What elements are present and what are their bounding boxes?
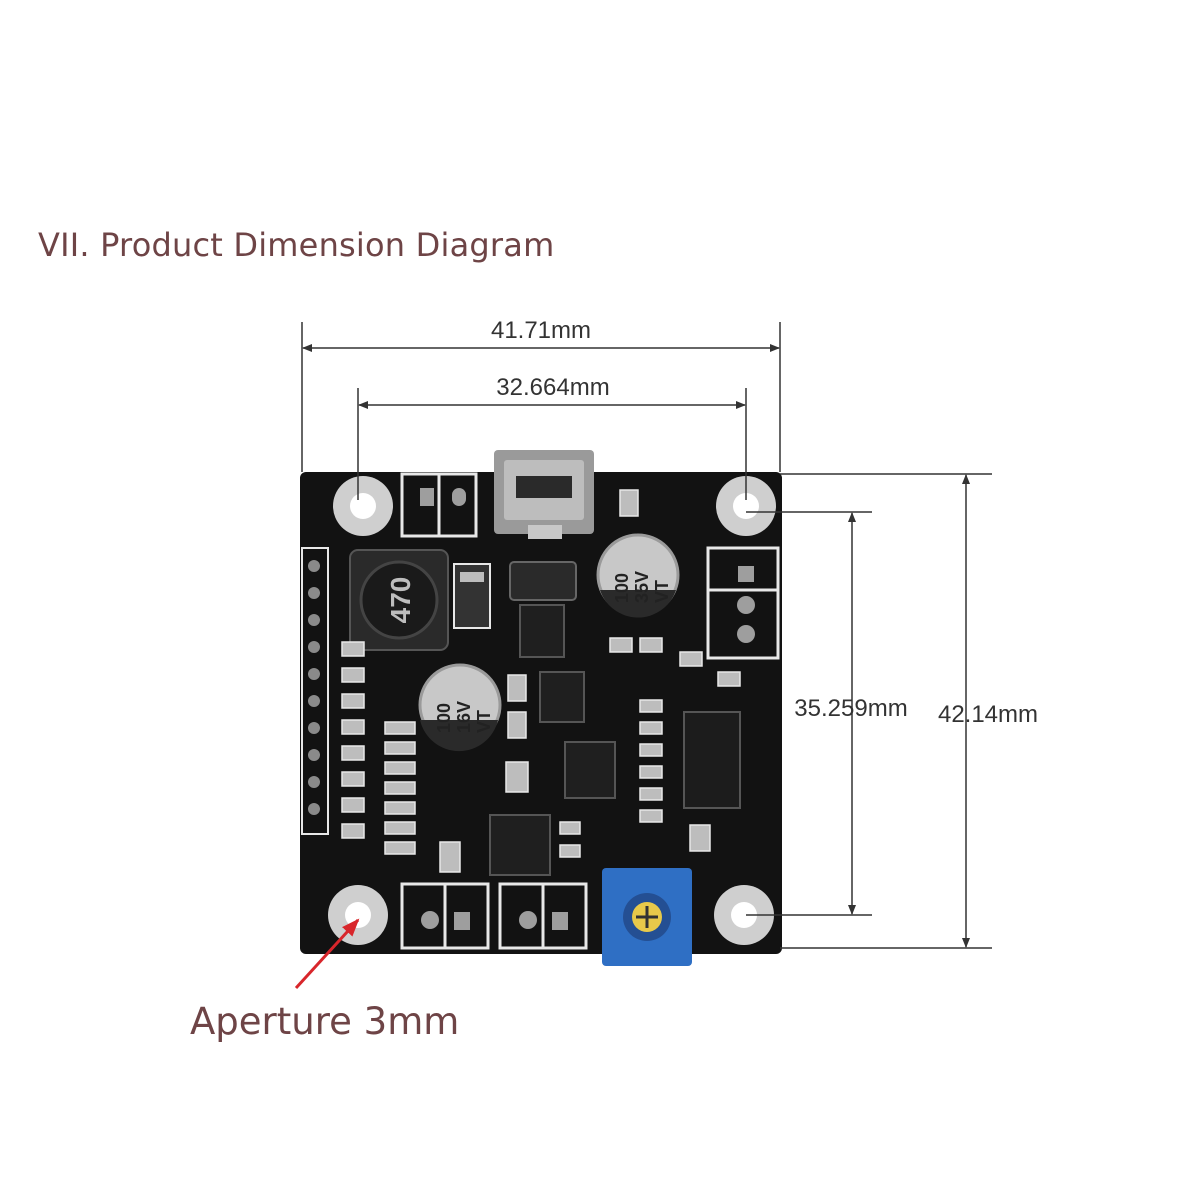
- right-terminal-pads: [706, 546, 780, 660]
- electrolytic-capacitor-large: 100 35V VT: [596, 533, 680, 618]
- bottom-terminal-pads-middle: [498, 882, 588, 950]
- electrolytic-capacitor-small: 100 16V VT: [418, 663, 502, 752]
- page-title: VII. Product Dimension Diagram: [38, 226, 555, 264]
- potentiometer: [602, 868, 692, 966]
- dimension-overall-height: 42.14mm: [780, 473, 1038, 949]
- diode: [453, 563, 491, 629]
- cap-small-line2: 16V: [454, 701, 474, 733]
- dimension-hole-spacing-height: 35.259mm: [746, 511, 908, 916]
- mounting-hole-bottom-right: [714, 885, 774, 945]
- cap-small-line1: 100: [434, 703, 454, 733]
- cap-small-line3: VT: [474, 710, 494, 733]
- cap-large-line2: 35V: [632, 571, 652, 603]
- top-left-terminal-pads: [400, 472, 478, 538]
- overall-width-label: 41.71mm: [491, 317, 591, 344]
- left-pin-header: [301, 547, 329, 835]
- ic-chips: [489, 561, 741, 876]
- aperture-callout-label: Aperture 3mm: [190, 1000, 460, 1043]
- mounting-hole-bottom-left: [328, 885, 388, 945]
- cap-large-line1: 100: [612, 573, 632, 603]
- hole-spacing-width-label: 32.664mm: [496, 374, 609, 401]
- inductor-label: 470: [385, 577, 416, 624]
- cap-large-line3: VT: [652, 580, 672, 603]
- smd-components: [341, 489, 741, 873]
- micro-usb-connector: [494, 450, 594, 539]
- hole-spacing-height-label: 35.259mm: [794, 695, 907, 722]
- dimension-hole-spacing-width: 32.664mm: [357, 374, 747, 500]
- bottom-terminal-pads-left: [400, 882, 490, 950]
- power-inductor: 470: [349, 549, 449, 651]
- dimension-overall-width: 41.71mm: [301, 317, 781, 472]
- pcb-board: 470 100 35V VT 100 16V VT: [300, 450, 782, 966]
- aperture-callout-arrow: [294, 918, 360, 990]
- mounting-hole-top-left: [333, 476, 393, 536]
- overall-height-label: 42.14mm: [938, 701, 1038, 728]
